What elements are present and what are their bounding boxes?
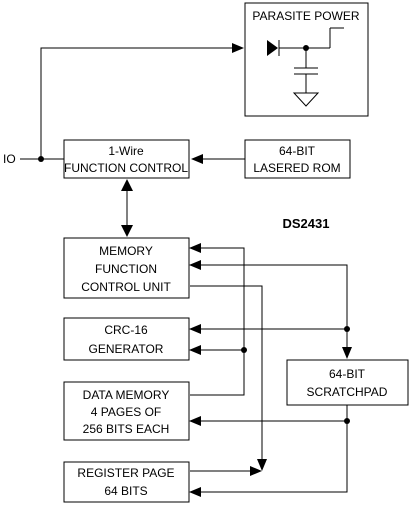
arrow-icon (189, 260, 201, 270)
memory-function-control-line3: CONTROL UNIT (81, 280, 171, 294)
data-memory-line2: 4 PAGES OF (91, 405, 161, 419)
arrow-icon (189, 487, 201, 497)
chip-name-label: DS2431 (283, 216, 330, 231)
arrow-icon (189, 324, 201, 334)
data-memory-line3: 256 BITS EACH (83, 422, 170, 436)
data-memory-line1: DATA MEMORY (83, 388, 170, 402)
lasered-rom-line2: LASERED ROM (253, 161, 340, 175)
crc-generator-block: CRC-16 GENERATOR (63, 317, 190, 361)
arrow-icon (232, 43, 244, 53)
crc-generator-line2: GENERATOR (89, 342, 164, 356)
function-control-block: 1-Wire FUNCTION CONTROL (63, 139, 190, 179)
arrow-icon (191, 154, 203, 164)
junction-dot (344, 326, 350, 332)
arrow-icon (121, 225, 133, 237)
arrow-icon (250, 466, 262, 476)
register-page-line2: 64 BITS (104, 484, 147, 498)
junction-dot (241, 347, 247, 353)
memory-function-control-line1: MEMORY (99, 244, 153, 258)
function-control-line1: 1-Wire (108, 144, 144, 158)
scratchpad-line2: SCRATCHPAD (307, 385, 388, 399)
lasered-rom-line1: 64-BIT (279, 144, 316, 158)
arrow-icon (121, 179, 133, 191)
arrow-icon (189, 345, 201, 355)
function-control-line2: FUNCTION CONTROL (64, 161, 188, 175)
parasite-power-title: PARASITE POWER (252, 9, 359, 23)
parasite-power-block: PARASITE POWER (244, 2, 369, 117)
io-pin-label: IO (3, 152, 16, 166)
arrow-icon (189, 243, 201, 253)
register-page-block: REGISTER PAGE 64 BITS (63, 461, 190, 503)
ground-icon (292, 92, 320, 107)
crc-generator-line1: CRC-16 (104, 323, 148, 337)
arrow-icon (342, 347, 352, 359)
memory-function-control-block: MEMORY FUNCTION CONTROL UNIT (63, 237, 190, 299)
arrow-icon (257, 459, 267, 471)
scratchpad-block: 64-BIT SCRATCHPAD (286, 359, 409, 406)
junction-dot (344, 418, 350, 424)
arrow-icon (189, 416, 201, 426)
scratchpad-line1: 64-BIT (329, 367, 366, 381)
lasered-rom-block: 64-BIT LASERED ROM (244, 139, 351, 179)
register-page-line1: REGISTER PAGE (77, 466, 174, 480)
data-memory-block: DATA MEMORY 4 PAGES OF 256 BITS EACH (63, 381, 190, 441)
memory-function-control-line2: FUNCTION (95, 262, 157, 276)
